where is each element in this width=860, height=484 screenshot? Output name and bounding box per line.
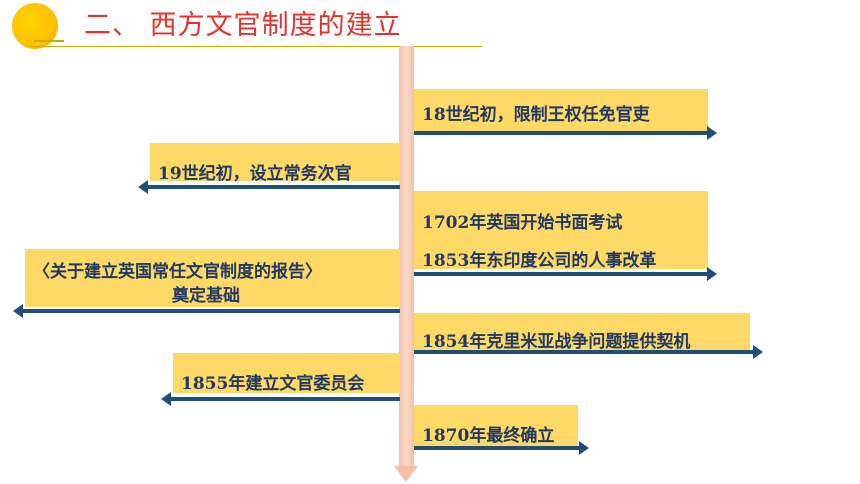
timeline-card-text: 1702年英国开始书面考试 bbox=[422, 213, 623, 233]
title-underline bbox=[30, 46, 482, 47]
timeline-arrow-right bbox=[414, 441, 589, 455]
timeline-card-18th-century: 18世纪初，限制王权任免官吏 bbox=[414, 89, 708, 131]
timeline-card-text: 奠定基础 bbox=[172, 286, 240, 306]
timeline-arrow-right bbox=[414, 267, 717, 281]
header-dash bbox=[34, 40, 64, 42]
timeline-card-text: 19世纪初，设立常务次官 bbox=[158, 164, 352, 184]
timeline-card-1854: 1854年克里米亚战争问题提供契机 bbox=[414, 313, 750, 352]
timeline-arrow-right bbox=[414, 126, 717, 140]
timeline-card-text: 18世纪初，限制王权任免官吏 bbox=[422, 105, 650, 125]
timeline-card-text: 1855年建立文官委员会 bbox=[181, 374, 365, 394]
timeline-card-text: 1870年最终确立 bbox=[422, 426, 555, 446]
page-title: 二、 西方文官制度的建立 bbox=[84, 10, 402, 41]
timeline-card-text: 〈关于建立英国常任文官制度的报告〉 bbox=[33, 262, 322, 282]
timeline-arrow-left bbox=[13, 304, 400, 318]
timeline-spine-arrowhead bbox=[394, 466, 418, 482]
header-badge-circle bbox=[12, 3, 58, 49]
timeline-card-report: 〈关于建立英国常任文官制度的报告〉 奠定基础 bbox=[25, 249, 400, 307]
timeline-arrow-left bbox=[161, 392, 400, 406]
timeline-card-text: 1853年东印度公司的人事改革 bbox=[422, 251, 657, 271]
timeline-card-1855: 1855年建立文官委员会 bbox=[173, 353, 400, 394]
timeline-card-text: 1854年克里米亚战争问题提供契机 bbox=[422, 332, 691, 352]
timeline-arrow-left bbox=[138, 180, 400, 194]
timeline-arrow-right bbox=[414, 345, 763, 359]
timeline-spine bbox=[399, 46, 414, 466]
timeline-card-1870: 1870年最终确立 bbox=[414, 405, 578, 447]
timeline-card-19th-century: 19世纪初，设立常务次官 bbox=[150, 143, 400, 184]
timeline-card-1702-1853: 1702年英国开始书面考试 1853年东印度公司的人事改革 bbox=[414, 191, 708, 271]
